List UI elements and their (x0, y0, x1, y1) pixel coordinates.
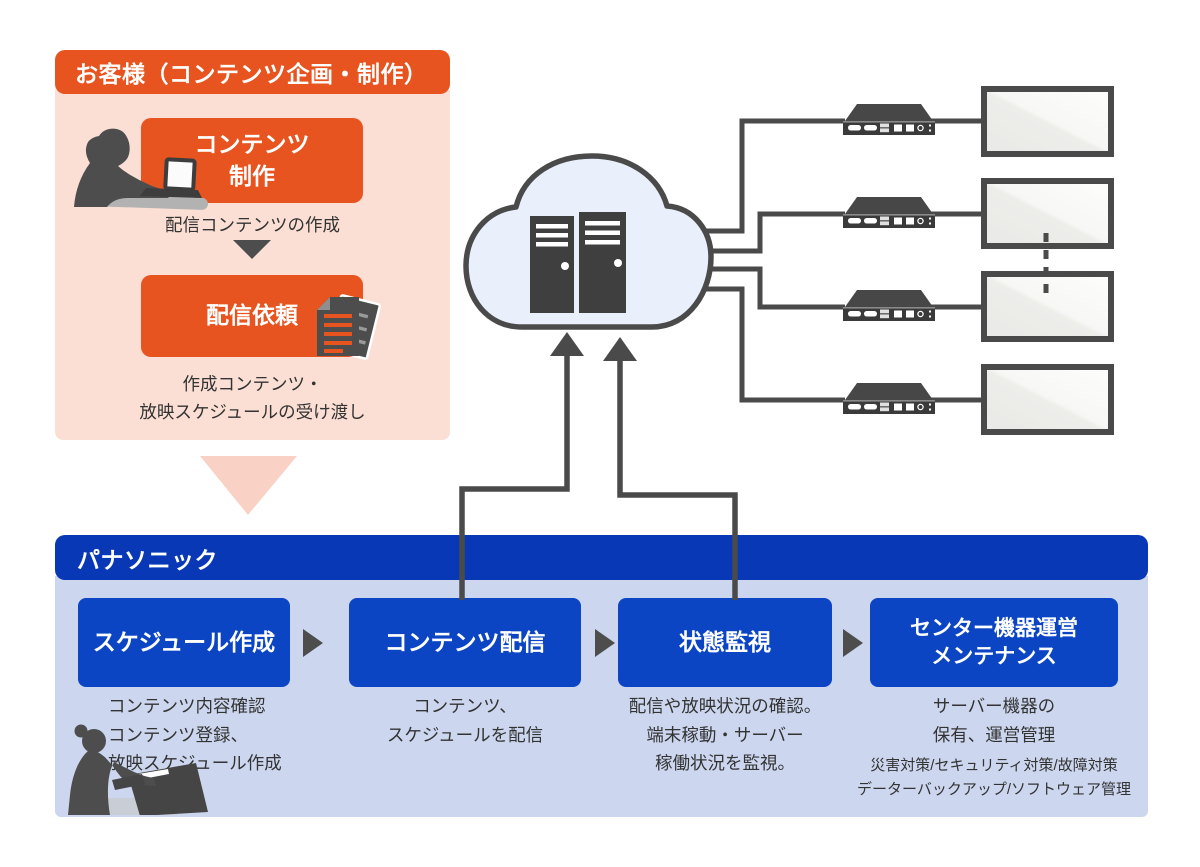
schedule-creation-box: スケジュール作成 (78, 598, 290, 687)
media-player-icon (842, 382, 936, 415)
delivery-request-box: 配信依頼 (141, 275, 363, 357)
content-delivery-box: コンテンツ配信 (349, 598, 581, 687)
status-monitoring-caption: 配信や放映状況の確認。 端末稼動・サーバー 稼働状況を監視。 (628, 696, 822, 773)
network-lines (690, 118, 987, 403)
big-down-arrow (200, 456, 297, 515)
cloud-to-player2-line (690, 211, 845, 254)
server-tower-icon (530, 216, 574, 313)
delivery-up-arrow-head (550, 332, 584, 356)
center-maintenance-subcaption: 災害対策/セキュリティ対策/故障対策 データーバックアップ/ソフトウェア管理 (856, 757, 1132, 798)
center-maintenance-box: センター機器運営 メンテナンス (870, 598, 1118, 687)
panasonic-panel: パナソニック スケジュール作成 コンテンツ配信 状態監視 センター機器運営 メン… (55, 535, 1148, 817)
display-screen (984, 89, 1111, 154)
media-player-icon (842, 103, 936, 136)
display-screen (984, 181, 1111, 246)
media-player-icon (842, 289, 936, 322)
customer-panel-header: お客様（コンテンツ企画・制作） (55, 50, 450, 94)
media-player-icon (842, 196, 936, 229)
customer-panel: お客様（コンテンツ企画・制作） コンテンツ 制作 配信コンテンツの作成 配信依頼… (55, 50, 450, 440)
content-production-box: コンテンツ 制作 (141, 118, 363, 203)
cloud-to-player3-line (690, 266, 845, 310)
cloud-shape (463, 153, 714, 330)
monitoring-up-arrow-head (603, 337, 637, 361)
content-production-label-line1: コンテンツ (194, 131, 310, 158)
panasonic-panel-header: パナソニック (55, 535, 1148, 580)
content-production-caption: 配信コンテンツの作成 (165, 215, 340, 235)
customer-panel-title: お客様（コンテンツ企画・制作） (75, 61, 428, 87)
panasonic-panel-title: パナソニック (77, 546, 218, 573)
center-maintenance-caption: サーバー機器の 保有、運営管理 (932, 696, 1056, 745)
content-production-label-line2: 制作 (229, 162, 275, 189)
display-screen (984, 367, 1111, 432)
cloud-to-player1-line (690, 118, 845, 234)
delivery-request-caption: 作成コンテンツ・ 放映スケジュールの受け渡し (139, 374, 366, 422)
schedule-creation-caption: コンテンツ内容確認 コンテンツ登録、 放映スケジュール作成 (108, 696, 282, 773)
cloud-to-player4-line (690, 286, 845, 403)
cloud-with-servers-icon (463, 153, 714, 330)
display-screen (984, 274, 1111, 339)
content-delivery-caption: コンテンツ、 スケジュールを配信 (386, 696, 544, 745)
status-monitoring-box: 状態監視 (618, 598, 832, 687)
delivery-request-label: 配信依頼 (206, 302, 298, 329)
server-tower-icon (579, 212, 626, 313)
